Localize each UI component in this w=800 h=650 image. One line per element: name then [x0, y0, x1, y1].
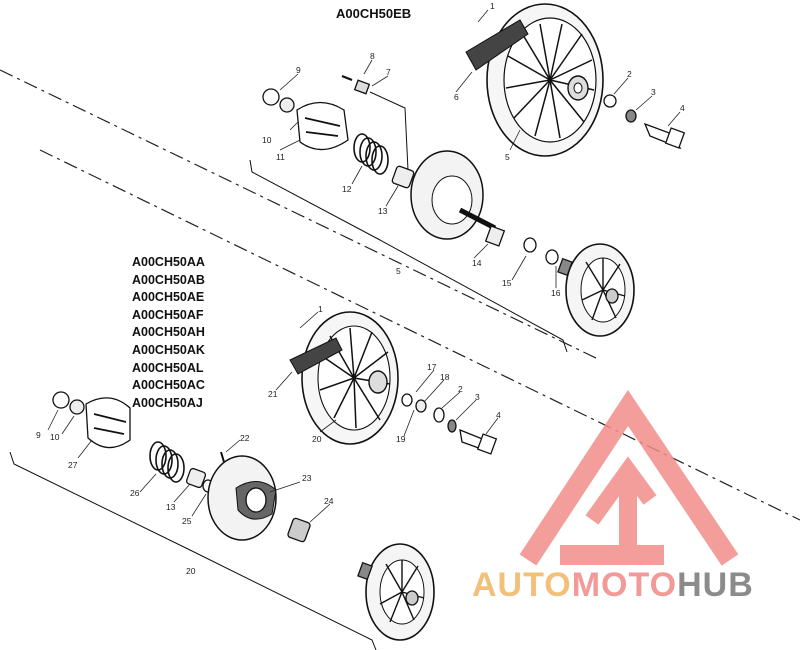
callout-l13: 13 — [166, 502, 176, 512]
lower-group-bracket — [9, 451, 377, 650]
lower-assembly — [9, 311, 498, 650]
lower-moveable-sheave — [289, 311, 399, 445]
page-title: A00CH50EB — [336, 6, 412, 21]
watermark-text-hub: HUB — [677, 566, 754, 604]
callout-l3: 3 — [475, 392, 480, 402]
callout-u2: 2 — [627, 69, 632, 79]
callout-u12: 12 — [342, 184, 352, 194]
callout-l2: 2 — [458, 384, 463, 394]
model-code: A00CH50AF — [132, 307, 204, 322]
model-code: A00CH50AK — [132, 342, 205, 357]
callout-u10: 10 — [262, 135, 272, 145]
lower-callouts: 1 17 18 2 3 4 19 20 21 9 10 27 22 23 24 … — [36, 304, 501, 576]
watermark-text-moto: MOTO — [571, 566, 678, 604]
model-code: A00CH50AB — [132, 272, 205, 287]
callout-u8: 8 — [370, 51, 375, 61]
callout-u6: 6 — [454, 92, 459, 102]
callout-l27: 27 — [68, 460, 78, 470]
model-code: A00CH50AH — [132, 325, 205, 340]
callout-l25: 25 — [182, 516, 192, 526]
callout-u3: 3 — [651, 87, 656, 97]
callout-l26: 26 — [130, 488, 140, 498]
callout-l21: 21 — [268, 389, 278, 399]
model-code-list: A00CH50AA A00CH50AB A00CH50AE A00CH50AF … — [132, 254, 205, 412]
model-code: A00CH50AA — [132, 255, 205, 269]
lower-spider-parts — [52, 391, 435, 641]
watermark-text-auto: AUTO — [472, 566, 572, 604]
callout-u5: 5 — [505, 152, 510, 162]
leader-lines — [47, 9, 681, 523]
model-code: A00CH50AL — [132, 360, 204, 375]
callout-u7: 7 — [386, 67, 391, 77]
lower-bolt-set — [401, 393, 498, 455]
callout-u9: 9 — [296, 65, 301, 75]
watermark-logo-icon — [519, 389, 739, 566]
callout-u13: 13 — [378, 206, 388, 216]
callout-u16: 16 — [551, 288, 561, 298]
upper-bolt-set — [603, 94, 686, 150]
callout-u1: 1 — [490, 1, 495, 11]
callout-u-group: 5 — [396, 266, 401, 276]
callout-l1: 1 — [318, 304, 323, 314]
callout-l19: 19 — [396, 434, 406, 444]
watermark-text: AUTOMOTOHUB — [472, 566, 754, 605]
model-code: A00CH50AJ — [132, 395, 203, 410]
callout-l22: 22 — [240, 433, 250, 443]
callout-l20: 20 — [312, 434, 322, 444]
callout-l9: 9 — [36, 430, 41, 440]
upper-callouts: 1 2 3 4 5 6 7 8 9 10 11 12 13 14 15 16 5 — [262, 1, 685, 298]
callout-l10: 10 — [50, 432, 60, 442]
callout-u15: 15 — [502, 278, 512, 288]
callout-l18: 18 — [440, 372, 450, 382]
upper-spider-parts — [262, 74, 635, 337]
callout-u4: 4 — [680, 103, 685, 113]
upper-moveable-sheave — [465, 3, 604, 157]
model-code: A00CH50AC — [132, 378, 205, 393]
callout-l4: 4 — [496, 410, 501, 420]
callout-l-group: 20 — [186, 566, 196, 576]
callout-u11: 11 — [276, 152, 285, 162]
callout-l17: 17 — [427, 362, 437, 372]
callout-l24: 24 — [324, 496, 334, 506]
callout-u14: 14 — [472, 258, 482, 268]
upper-assembly — [249, 3, 686, 353]
callout-l23: 23 — [302, 473, 312, 483]
upper-group-bracket — [249, 159, 568, 353]
model-code: A00CH50AE — [132, 290, 205, 305]
